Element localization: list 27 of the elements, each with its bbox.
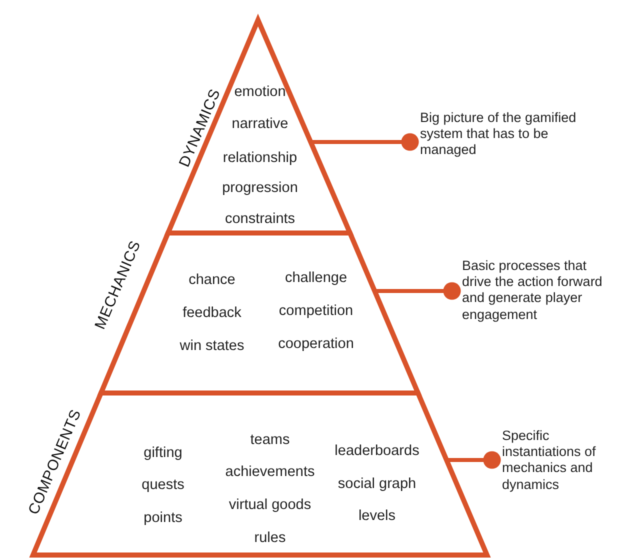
connector-line	[374, 282, 461, 300]
tier-item: levels	[358, 508, 396, 524]
tier-item: gifting	[144, 445, 182, 461]
tier-item: constraints	[224, 211, 296, 227]
tier-item: narrative	[232, 116, 288, 132]
tier-item: points	[144, 510, 182, 526]
tier-item: rules	[254, 530, 286, 546]
tier-item: quests	[142, 477, 184, 493]
tier-item: feedback	[182, 305, 242, 321]
tier-item: challenge	[284, 270, 348, 286]
tier-item: relationship	[222, 150, 298, 166]
tier-item: social graph	[338, 476, 416, 492]
tier-item: emotion	[234, 84, 286, 100]
tier-item: win states	[180, 338, 244, 354]
tier-item: leaderboards	[334, 443, 420, 459]
description-text: Specific instantiations of mechanics and dynamics	[492, 428, 616, 493]
connector-line	[310, 133, 419, 151]
connector-line	[446, 451, 501, 469]
description-text: Big picture of the gamified system that has to be managed	[410, 110, 600, 159]
tier-item: cooperation	[278, 336, 354, 352]
tier-item: progression	[222, 180, 298, 196]
tier-item: teams	[250, 432, 290, 448]
tier-item: competition	[278, 303, 354, 319]
tier-item: achievements	[225, 464, 315, 480]
tier-item: chance	[188, 272, 236, 288]
description-text: Basic processes that drive the action forward and generate player engagement	[452, 258, 616, 323]
tier-item: virtual goods	[228, 497, 312, 513]
